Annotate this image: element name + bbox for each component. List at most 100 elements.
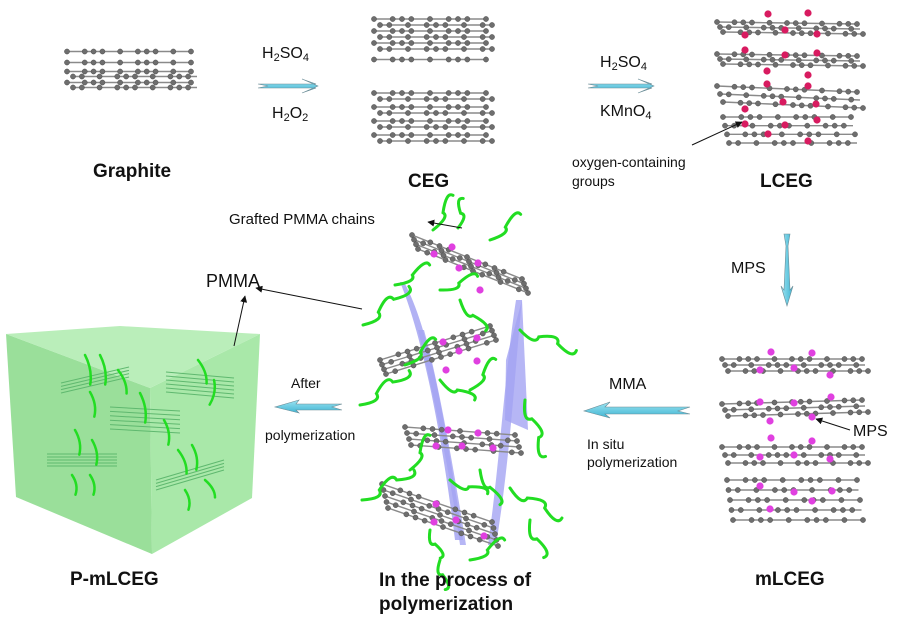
reagent-h2so4-step2: H2SO4 — [600, 54, 647, 73]
graphene-layer — [719, 444, 871, 466]
pmma-chain — [190, 443, 199, 471]
graphene-layer — [724, 477, 866, 523]
lceg-structure — [714, 9, 866, 146]
ceg-structure — [371, 16, 495, 144]
graphene-layer — [371, 132, 495, 144]
mps-site — [790, 451, 798, 459]
oxygen-groups-pointer — [691, 121, 743, 146]
label-after-polymerization: polymerization — [265, 427, 356, 443]
stage-title-ceg: CEG — [408, 171, 450, 192]
pmma-chain — [468, 536, 507, 562]
embedded-graphene — [47, 453, 117, 467]
mps-site — [474, 429, 482, 437]
annotation-mps: MPS — [853, 423, 888, 440]
cube-to-pmma-pointer — [233, 295, 248, 347]
mps-site — [808, 497, 816, 505]
mps-site — [473, 357, 481, 365]
mps-site — [476, 286, 484, 294]
pmma-chain — [88, 473, 96, 496]
label-in-situ-polymerization: polymerization — [587, 454, 678, 470]
mps-site — [808, 349, 816, 357]
pmma-chain — [427, 528, 445, 560]
oxygen-group — [741, 120, 749, 128]
oxygen-group — [804, 82, 812, 90]
graphene-layer — [64, 68, 197, 80]
pmma-chain — [116, 368, 128, 395]
pmma-chain — [360, 468, 417, 502]
oxygen-group — [812, 100, 820, 108]
mps-site — [448, 243, 456, 251]
mps-site — [827, 393, 835, 401]
graphene-layer — [371, 90, 495, 102]
pmma-chain — [448, 478, 490, 496]
pmma-chain — [431, 193, 455, 232]
reagent-h2so4-step1: H2SO4 — [262, 45, 309, 64]
mps-site — [766, 417, 774, 425]
reagent-h2o2: H2O2 — [272, 105, 309, 124]
pmma-chain — [183, 488, 191, 511]
label-in-situ: In situ — [587, 436, 625, 452]
graphene-layer — [64, 48, 194, 55]
pmma-chain — [508, 486, 564, 523]
pmma-chain — [203, 478, 217, 499]
pmma-chain — [436, 558, 451, 592]
reagent-mps: MPS — [731, 260, 766, 277]
mps-pointer — [815, 417, 851, 431]
pmma-chain — [522, 398, 548, 459]
mps-site — [452, 516, 460, 524]
polymerization-assembly — [358, 193, 578, 592]
mps-site — [430, 518, 438, 526]
pmma-chain — [358, 369, 412, 407]
pmma-chain — [70, 473, 78, 496]
stage-title-p-mlceg: P-mLCEG — [70, 569, 159, 590]
pmma-chain — [478, 468, 504, 507]
mps-site — [458, 442, 466, 450]
pmma-chain — [138, 391, 148, 424]
graphite-structure — [64, 48, 197, 91]
pmma-chain — [456, 196, 466, 230]
mps-site — [489, 444, 497, 452]
stage-title-in-process-line1: In the process of — [379, 570, 532, 591]
graphene-layer — [714, 51, 866, 69]
oxygen-group — [781, 51, 789, 59]
oxygen-group — [804, 137, 812, 145]
graphene-layer — [371, 16, 495, 28]
arrow-step3 — [780, 233, 794, 308]
reagent-mma: MMA — [609, 376, 647, 393]
oxygen-group — [781, 26, 789, 34]
mps-site — [430, 250, 438, 258]
mps-site — [767, 348, 775, 356]
mps-site — [439, 338, 447, 346]
pmma-chain — [458, 298, 489, 333]
mps-site — [766, 505, 774, 513]
graphene-layer — [714, 83, 866, 111]
graphene-layer — [64, 59, 194, 66]
mps-site — [480, 532, 488, 540]
pmma-chain — [88, 390, 97, 418]
pmma-chain — [438, 378, 477, 402]
mps-site — [432, 442, 440, 450]
annotation-pmma: PMMA — [206, 271, 260, 291]
pmma-chain — [438, 272, 480, 292]
graphene-layer — [379, 481, 501, 549]
arrow-step1 — [257, 78, 319, 94]
stage-title-graphite: Graphite — [93, 161, 172, 182]
embedded-graphene — [155, 459, 225, 491]
mps-site — [808, 437, 816, 445]
annotation-oxygen-line1: oxygen-containing — [572, 154, 686, 170]
oxygen-group — [813, 30, 821, 38]
p-mlceg-composite-cube — [6, 326, 260, 554]
pmma-chain — [408, 433, 432, 472]
embedded-graphene — [165, 371, 235, 399]
oxygen-group — [764, 10, 772, 18]
graphene-layer — [371, 104, 495, 116]
mlceg-structure — [719, 348, 871, 523]
arrow-step5 — [273, 399, 343, 414]
pmma-chain — [98, 353, 108, 386]
graphene-layer — [377, 323, 499, 377]
pmma-chain — [176, 448, 188, 475]
graphene-layer — [720, 114, 858, 146]
grafted-chains-pointer — [427, 219, 463, 229]
pmma-chain — [468, 356, 498, 392]
